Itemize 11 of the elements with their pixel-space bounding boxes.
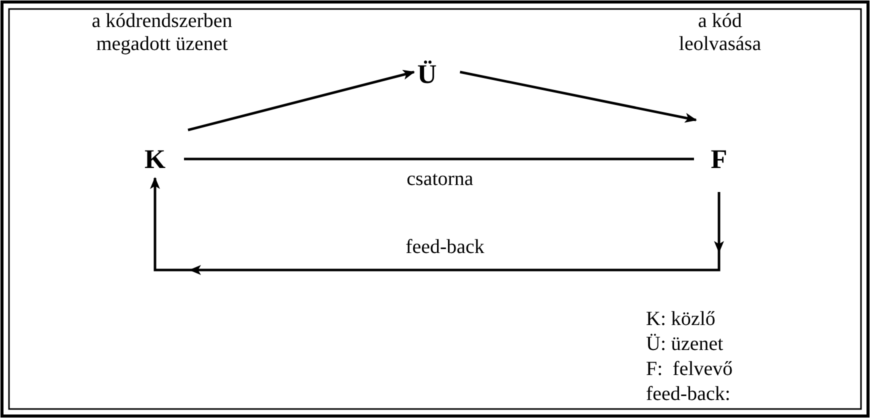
edge-label: feed-back (404, 236, 486, 259)
node-letter: F (702, 144, 736, 174)
edge-label: a kód leolvasása (678, 10, 762, 56)
edge-label: csatorna (406, 168, 474, 191)
node-letter: Ü (410, 59, 444, 89)
node-letter: K (138, 144, 172, 174)
legend-note: F: felvevő (646, 357, 733, 382)
legend-note: Ü: üzenet (646, 332, 724, 357)
legend-note: feed-back: (646, 382, 730, 407)
edge-label: a kódrendszerben megadott üzenet (90, 10, 234, 56)
legend-note: K: közlő (646, 307, 716, 332)
